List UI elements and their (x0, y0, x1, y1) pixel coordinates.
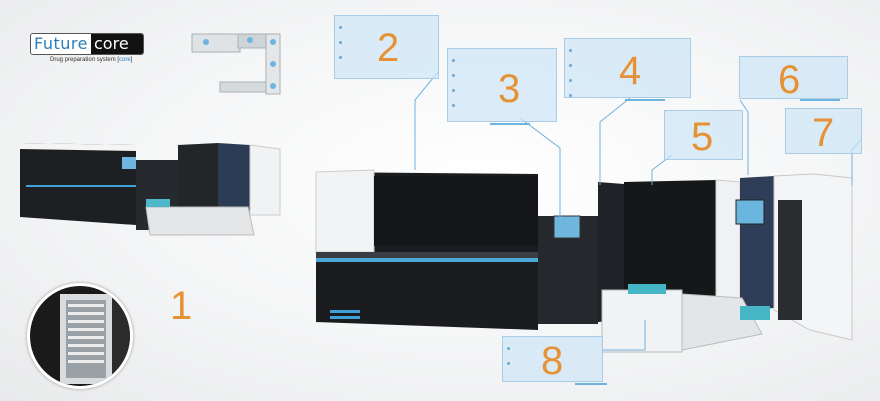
callout-6-underline (800, 99, 840, 101)
logo-text-core: core (91, 34, 143, 54)
callout-3-number: 3 (498, 67, 521, 111)
callout-6-number: 6 (778, 58, 801, 102)
callout-3-bullets (452, 59, 455, 119)
callout-8-underline (575, 383, 607, 385)
callout-8: 8 (502, 336, 603, 382)
callout-7: 7 (785, 108, 862, 154)
callout-5: 5 (664, 110, 743, 160)
internal-detail-inset (27, 283, 133, 389)
callout-3: 3 (447, 48, 557, 122)
callout-3-underline (490, 123, 530, 125)
callout-8-bullets (507, 347, 510, 377)
tagline-post: ] (130, 57, 133, 63)
callout-2-bullets (339, 26, 342, 71)
callout-2: 2 (334, 15, 439, 79)
callout-4-bullets (569, 49, 572, 109)
standalone-label-1: 1 (170, 284, 193, 328)
logo-text-future: Future (31, 34, 91, 54)
callout-6: 6 (739, 56, 848, 102)
futurecore-logo: Future core Drug preparation system [cor… (30, 33, 144, 67)
floor-plan-topview (191, 33, 281, 95)
logo-tagline: Drug preparation system [core] (30, 57, 144, 63)
main-machine-line (315, 169, 853, 353)
callout-4-number: 4 (619, 49, 642, 93)
callout-2-number: 2 (377, 26, 400, 70)
callout-7-number: 7 (812, 111, 835, 155)
callout-5-number: 5 (691, 115, 714, 159)
callout-4: 4 (564, 38, 691, 98)
tagline-highlight: core (119, 57, 131, 63)
tagline-pre: Drug preparation system [ (50, 57, 120, 63)
machine-overview-small (20, 143, 281, 236)
callout-4-underline (625, 99, 665, 101)
callout-8-number: 8 (541, 339, 564, 383)
